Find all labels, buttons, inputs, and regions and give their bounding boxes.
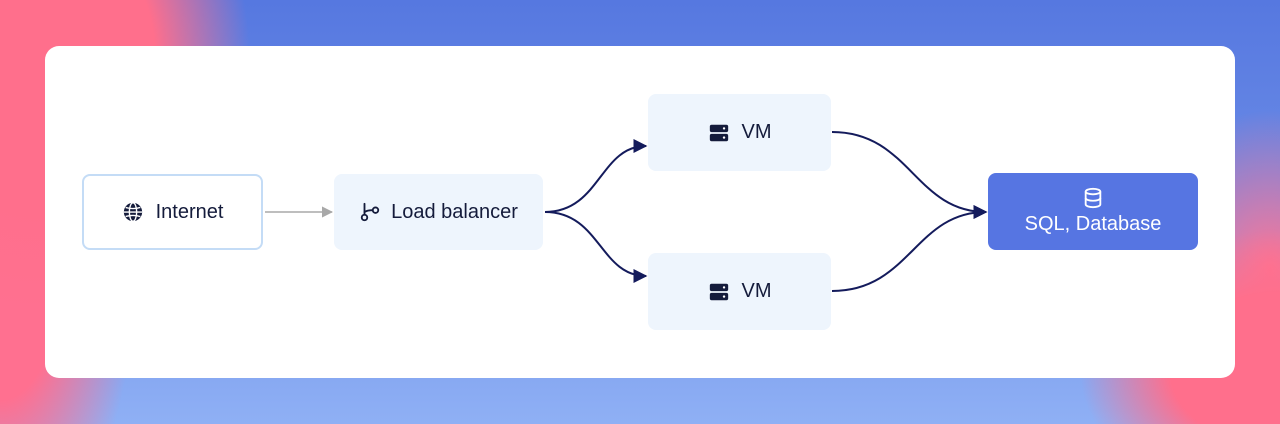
database-icon	[1082, 187, 1104, 209]
node-label: VM	[741, 121, 772, 143]
branch-icon	[359, 201, 381, 223]
edge-vm-bottom-to-database	[831, 205, 988, 292]
edge-load-balancer-to-vm-top	[544, 139, 648, 213]
edge-vm-top-to-database	[831, 131, 988, 219]
node-vm-top: VM	[648, 94, 831, 171]
server-icon	[708, 122, 730, 144]
node-label: SQL, Database	[1024, 213, 1162, 235]
node-vm-bottom: VM	[648, 253, 831, 330]
connectors	[265, 131, 988, 292]
node-label: Internet	[155, 200, 224, 223]
server-icon	[708, 281, 730, 303]
node-database: SQL, Database	[988, 173, 1198, 250]
node-internet: Internet	[82, 174, 263, 250]
node-label: Load balancer	[391, 200, 518, 223]
globe-icon	[122, 201, 144, 223]
node-label: VM	[741, 280, 772, 302]
edge-load-balancer-to-vm-bottom	[544, 211, 648, 283]
node-load-balancer: Load balancer	[334, 174, 543, 250]
diagram-card: Internet Load balancer VM	[45, 46, 1235, 378]
